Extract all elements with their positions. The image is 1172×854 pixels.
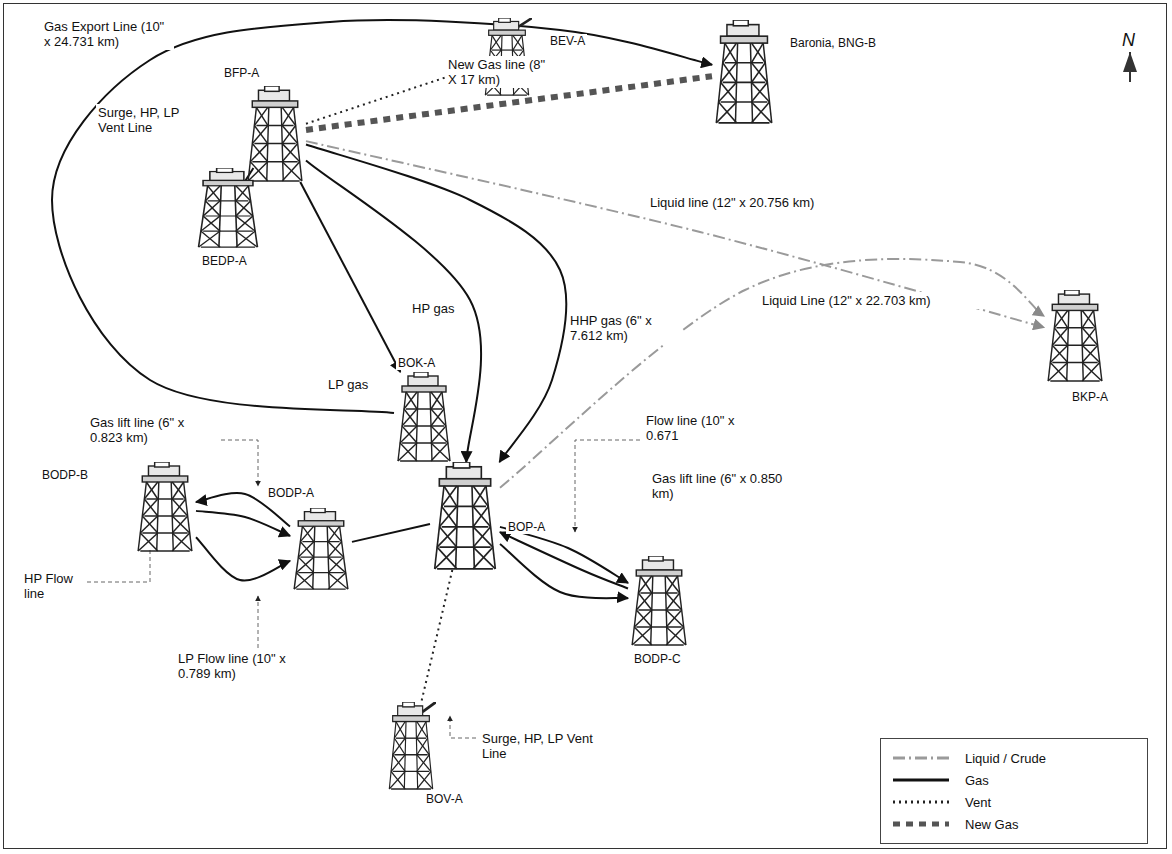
platform-name: BKP-A bbox=[1070, 390, 1110, 404]
platform-jacket bbox=[712, 20, 776, 124]
platform-name: BEDP-A bbox=[200, 254, 249, 268]
platform-name: BOK-A bbox=[396, 356, 437, 370]
legend-box: Liquid / CrudeGasVentNew Gas bbox=[880, 738, 1148, 844]
platform-jacket bbox=[244, 86, 306, 182]
legend-row: Liquid / Crude bbox=[891, 747, 1137, 769]
legend-text: Vent bbox=[965, 795, 991, 810]
legend-row: Vent bbox=[891, 791, 1137, 813]
platform-jacket bbox=[134, 462, 196, 552]
pipeline bbox=[306, 160, 481, 462]
legend-sample bbox=[891, 774, 951, 786]
platform-name: BFP-A bbox=[222, 66, 261, 80]
legend-row: Gas bbox=[891, 769, 1137, 791]
pipeline bbox=[500, 259, 1044, 488]
pipeline-label: New Gas line (8" X 17 km) bbox=[446, 56, 550, 88]
pipeline bbox=[500, 527, 628, 583]
pipeline-label: Gas lift line (6" x 0.823 km) bbox=[88, 414, 220, 446]
platform: BODP-A bbox=[290, 508, 352, 590]
pipeline bbox=[306, 141, 1044, 327]
pipeline-label: Liquid line (12" x 20.756 km) bbox=[648, 194, 872, 211]
pipeline bbox=[352, 524, 430, 542]
platform-name: Baronia, BNG-B bbox=[788, 36, 878, 50]
pipeline bbox=[196, 511, 290, 536]
pipeline-label: LP Flow line (10" x 0.789 km) bbox=[176, 650, 300, 682]
platform-name: BOP-A bbox=[506, 520, 547, 534]
platform: Baronia, BNG-B bbox=[712, 20, 776, 124]
pipeline bbox=[196, 537, 290, 580]
platform-jacket bbox=[628, 556, 690, 646]
pipeline-label: Gas lift line (6" x 0.850 km) bbox=[650, 470, 794, 502]
pipeline-label: Flow line (10" x 0.671 bbox=[644, 412, 768, 444]
platform-name: BODP-A bbox=[266, 486, 316, 500]
platform-name: BOV-A bbox=[424, 792, 465, 806]
legend-text: New Gas bbox=[965, 817, 1018, 832]
platform-jacket bbox=[290, 508, 352, 590]
pipeline-label: LP gas bbox=[326, 376, 390, 393]
platform: BOK-A bbox=[394, 372, 454, 462]
platform-jacket bbox=[1044, 290, 1106, 382]
pipeline-label: Surge, HP, LP Vent Line bbox=[480, 730, 602, 762]
north-arrow bbox=[1123, 52, 1137, 82]
pipeline bbox=[421, 570, 452, 702]
platform-name: BODP-C bbox=[632, 652, 683, 666]
pipeline bbox=[306, 144, 566, 462]
platform-name: BODP-B bbox=[40, 468, 90, 482]
pipeline-label: Surge, HP, LP Vent Line bbox=[96, 104, 200, 136]
legend-text: Gas bbox=[965, 773, 989, 788]
pipeline-label: Gas Export Line (10" x 24.731 km) bbox=[42, 18, 174, 50]
legend-sample bbox=[891, 796, 951, 808]
platform-jacket bbox=[430, 462, 500, 570]
platform: BEDP-A bbox=[194, 168, 262, 248]
platform-jacket bbox=[194, 168, 262, 248]
platform: BKP-A bbox=[1044, 290, 1106, 382]
platform: BOP-A bbox=[430, 462, 500, 570]
pipeline bbox=[300, 182, 400, 372]
platform: BOV-A bbox=[386, 702, 436, 790]
pipeline-label: HP Flow line bbox=[22, 570, 86, 602]
north-label: N bbox=[1122, 30, 1135, 51]
legend-row: New Gas bbox=[891, 813, 1137, 835]
legend-sample bbox=[891, 752, 951, 764]
pipeline bbox=[500, 544, 628, 598]
platform: BFP-A bbox=[244, 86, 306, 182]
platform-jacket bbox=[386, 702, 436, 790]
legend-sample bbox=[891, 818, 951, 830]
pipeline-label: HHP gas (6" x 7.612 km) bbox=[568, 312, 682, 344]
pipeline-label: HP gas bbox=[410, 300, 464, 317]
legend-text: Liquid / Crude bbox=[965, 751, 1046, 766]
platform-name: BEV-A bbox=[548, 34, 587, 48]
platform: BODP-C bbox=[628, 556, 690, 646]
platform-jacket bbox=[394, 372, 454, 462]
platform: BODP-B bbox=[134, 462, 196, 552]
pipeline-label: Liquid Line (12" x 22.703 km) bbox=[760, 292, 994, 309]
